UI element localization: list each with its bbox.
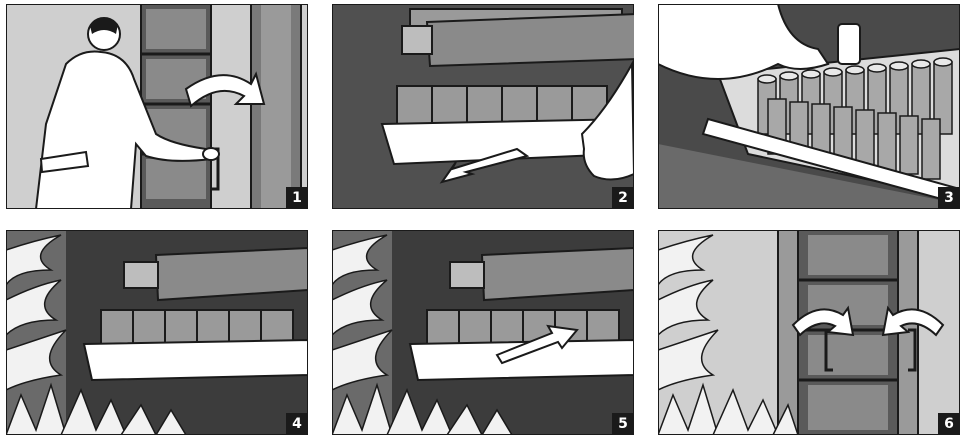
step-number-badge: 3: [938, 187, 960, 209]
step-3-illustration: [658, 4, 960, 209]
step-1-illustration: [6, 4, 308, 209]
step-2-illustration: [332, 4, 634, 209]
step-number-badge: 2: [612, 187, 634, 209]
step-4-panel: 4: [6, 230, 308, 435]
step-3-panel: 3: [658, 4, 960, 209]
step-5-illustration: [332, 230, 634, 435]
step-2-panel: 2: [332, 4, 634, 209]
step-1-panel: 1: [6, 4, 308, 209]
step-4-illustration: [6, 230, 308, 435]
step-number-badge: 5: [612, 413, 634, 435]
step-number-badge: 4: [286, 413, 308, 435]
step-number-badge: 1: [286, 187, 308, 209]
step-6-panel: 6: [658, 230, 960, 435]
shelf-icon: [84, 340, 308, 380]
step-6-illustration: [658, 230, 960, 435]
step-number-badge: 6: [938, 413, 960, 435]
step-5-panel: 5: [332, 230, 634, 435]
